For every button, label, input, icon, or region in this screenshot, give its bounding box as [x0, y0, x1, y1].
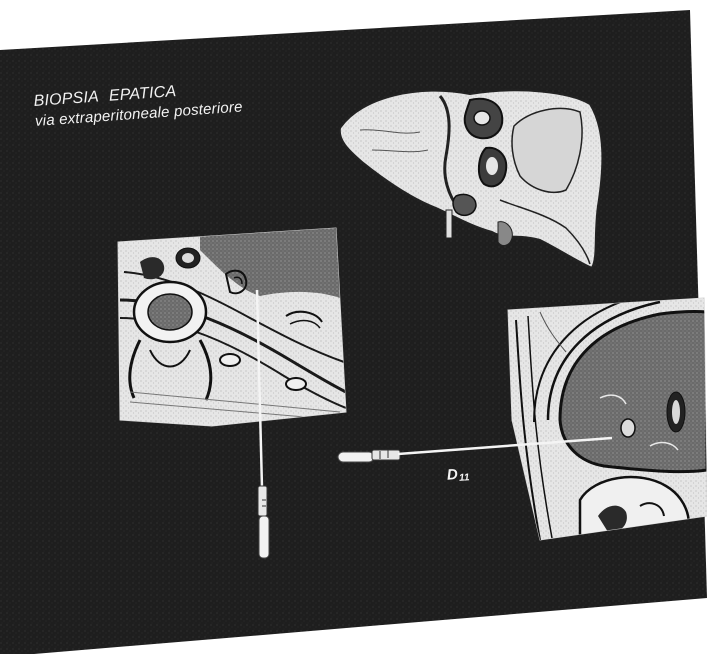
transverse-section-left: [110, 220, 350, 430]
vertebral-level-label: D11: [446, 465, 469, 485]
vertebral-level-number: 11: [459, 472, 470, 484]
vertebral-level-letter: D: [446, 466, 458, 484]
